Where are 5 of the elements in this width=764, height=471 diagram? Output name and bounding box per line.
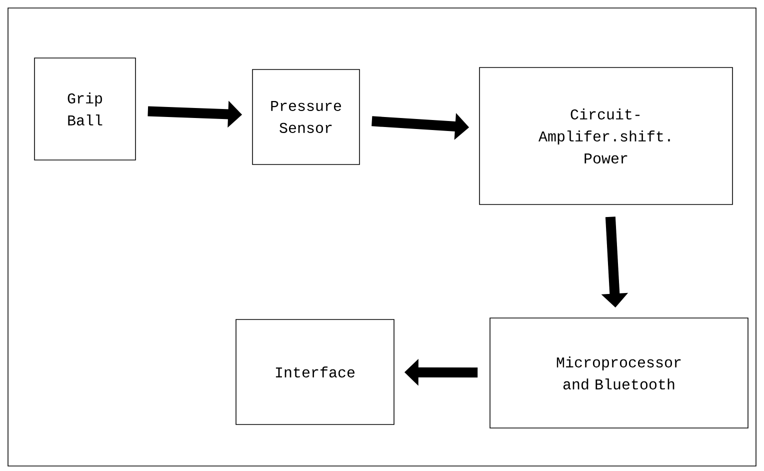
process-box: Circuit- Amplifer.shift. Power: [479, 67, 733, 205]
process-box: Interface: [236, 319, 394, 425]
process-box: Grip Ball: [34, 58, 136, 160]
process-box: Pressure Sensor: [252, 69, 360, 165]
process-box: Microprocessor and Bluetooth: [490, 318, 748, 428]
